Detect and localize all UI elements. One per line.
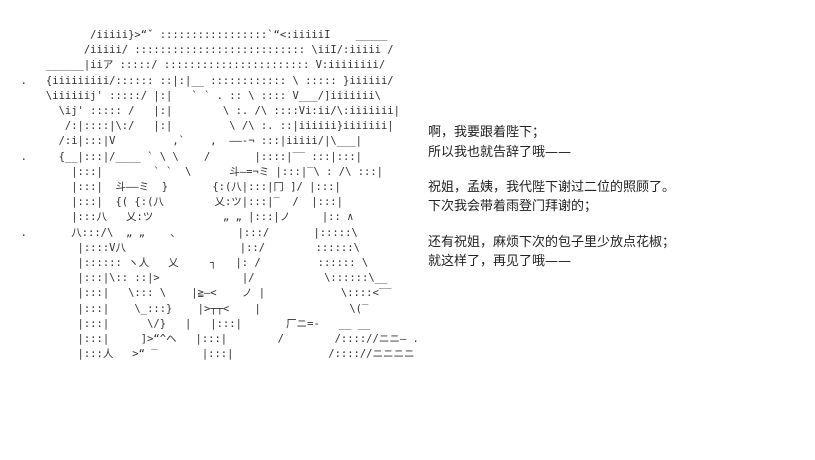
dialogue-line-2: 所以我也就告辞了哦—— <box>428 145 572 160</box>
ascii-art-line: . {iiiiiiiii/:::::: ::|:|__ ::::::::::::… <box>20 74 394 87</box>
ascii-art-line: ______|iiア :::::/ ::::::::::::::::::::::… <box>45 59 386 72</box>
dialogue-line-4: 下次我会带着雨登门拜谢的； <box>428 199 598 214</box>
ascii-art-line: |:::| \::: \ |≧‒< ノ | \::::<‾‾ <box>77 287 392 300</box>
ascii-art-line: \iiiiiij' :::::/ |:| ` ` . :: \ :::: V__… <box>45 89 381 102</box>
ascii-art-line: |:::| ]>“^ヘ |:::| / /:::://ニニ‒ . <box>77 333 419 346</box>
ascii-art-line: |:::::: ヽ人 乂 ┐ |: / :::::: \ <box>77 257 369 270</box>
ascii-art-line: |:::|\:: ::|> |/ \::::::\__ <box>77 272 388 285</box>
ascii-art-line: |:::| 斗‒‒ミ } {:(八|:::|冂 ]/ |:::| <box>71 181 341 194</box>
dialogue-line-3: 祝姐，孟姨，我代陛下谢过二位的照顾了。 <box>428 180 676 195</box>
ascii-art-line: /iiiii/ ::::::::::::::::::::::::::: \iiI… <box>83 44 394 57</box>
ascii-art-line: |:::人 >“ ‾ |:::| /:::://ニニニニ <box>8 348 415 361</box>
ascii-art-line: |:::| \/} | |:::| 厂ニ=- __ __ <box>77 317 371 330</box>
ascii-art-line: . 八:::/\ „ „ 、 |:::/ |:::::\ <box>20 226 358 239</box>
dialogue-line-5: 还有祝姐，麻烦下次的包子里少放点花椒； <box>428 235 676 250</box>
ascii-art-line: /:|::::|\:/ |:| \ /\ :. ::|iiiiii}iiiiii… <box>64 120 394 133</box>
dialogue-line-6: 就这样了，再见了哦—— <box>428 254 572 269</box>
ascii-art-line: |::::V八 |::/ ::::::\ <box>77 241 360 254</box>
ascii-art-line: \ij' ::::: / |:| \ :. /\ ::::Vi:ii/\:iii… <box>58 105 400 118</box>
ascii-art-figure: /iiiii}>“ˇ :::::::::::::::::`“<:iiiiiI _… <box>8 28 419 362</box>
ascii-art-line: /iiiii}>“ˇ :::::::::::::::::`“<:iiiiiI _… <box>90 29 388 41</box>
ascii-art-line: |:::| {( {:(八 乂:ツ|:::|‾ / |:::| <box>71 196 343 209</box>
ascii-art-line: /:i|:::|V ,` , ‒‒‐¬ :::|iiiii/|\___| <box>58 135 363 148</box>
ascii-art-line: |:::| \_:::} |>┬┬< | \(‾ <box>77 302 369 315</box>
ascii-art-line: |:::| ` ` \ 斗‒=¬ミ |:::|‾\ : /\ :::| <box>71 165 384 178</box>
ascii-art-line: |:::八 乂:ツ „ „ |:::|ノ |:: ∧ <box>71 211 354 224</box>
ascii-art-line: . {__|:::|/____ ` \ \ / |::::|‾‾ :::|:::… <box>20 150 363 163</box>
dialogue-line-1: 啊，我要跟着陛下； <box>428 125 546 140</box>
